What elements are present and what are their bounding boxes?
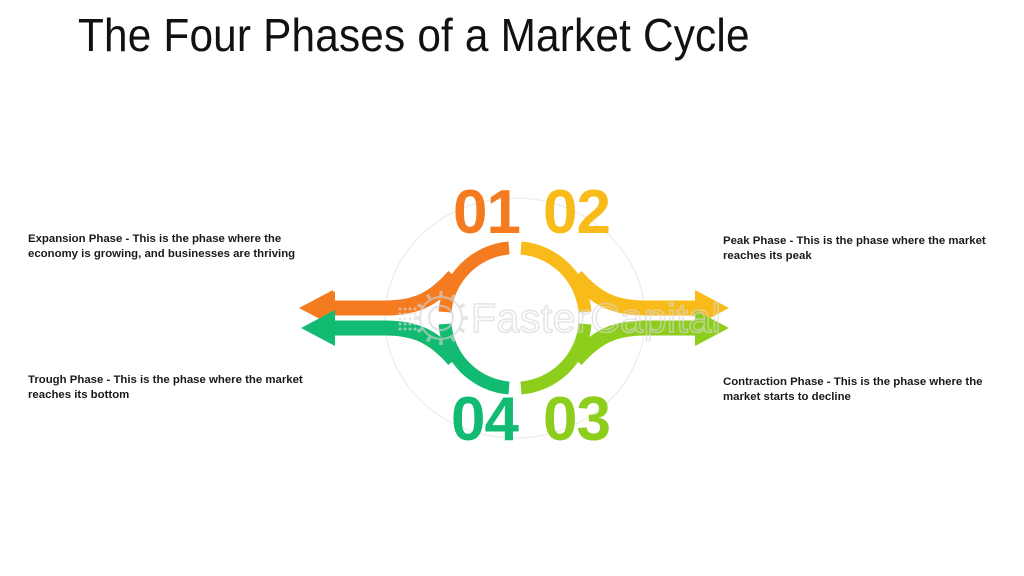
segment-number-02: 02 (543, 178, 610, 247)
caption-peak-phase: Peak Phase - This is the phase where the… (723, 235, 986, 263)
ring-arc-01[interactable] (438, 241, 510, 313)
ring-arc-02[interactable] (520, 241, 592, 313)
watermark-text: FasterCapital (471, 295, 721, 341)
market-cycle-diagram: FasterCapital 01 02 03 04 (255, 150, 775, 470)
caption-trough-phase: Trough Phase - This is the phase where t… (28, 374, 303, 402)
arrow-04-left[interactable] (301, 310, 460, 366)
segment-number-01: 01 (453, 178, 520, 247)
segment-number-03: 03 (543, 385, 610, 454)
ring-arc-04[interactable] (438, 323, 510, 395)
background-circle-outline (384, 197, 646, 439)
gear-icon (398, 291, 468, 345)
caption-expansion-phase: Expansion Phase - This is the phase wher… (28, 233, 296, 261)
segment-number-04: 04 (451, 385, 519, 454)
ring-arc-03[interactable] (520, 323, 592, 395)
caption-contraction-phase: Contraction Phase - This is the phase wh… (723, 376, 983, 404)
arrow-03-right[interactable] (570, 310, 729, 366)
page-title: The Four Phases of a Market Cycle (78, 9, 750, 61)
watermark: FasterCapital (398, 291, 722, 345)
